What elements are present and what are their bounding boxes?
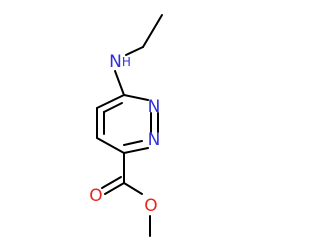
bond-nh-ring [114,70,125,96]
bond-c6-c5-inner [103,102,123,113]
molecule-diagram: NH N N O O [89,14,163,237]
amine-h-text: H [122,55,131,69]
carbonyl-oxygen-label: O [89,186,102,206]
bond-carbonyl-co-b [101,176,122,189]
bond-ethyl-ch2-nh [125,46,144,56]
ring-nitrogen-bottom-label: N [148,130,161,150]
bond-c6-n1 [123,94,149,101]
ring-nitrogen-top-label: N [148,97,161,117]
amine-nitrogen-label: NH [109,52,131,72]
amine-n-text: N [109,52,122,72]
bond-c3-c4 [96,137,125,154]
bond-ethyl-ch3-ch2 [142,14,163,48]
ester-oxygen-label: O [144,196,157,216]
bond-c5-c6 [96,94,125,109]
bond-carbonyl-o-ester [123,182,143,195]
bond-carbonyl-co-a [104,182,125,195]
structure-canvas: NH N N O O [89,14,163,237]
bond-n2-c3 [123,147,149,154]
bond-c3-n2-inner [123,140,143,146]
